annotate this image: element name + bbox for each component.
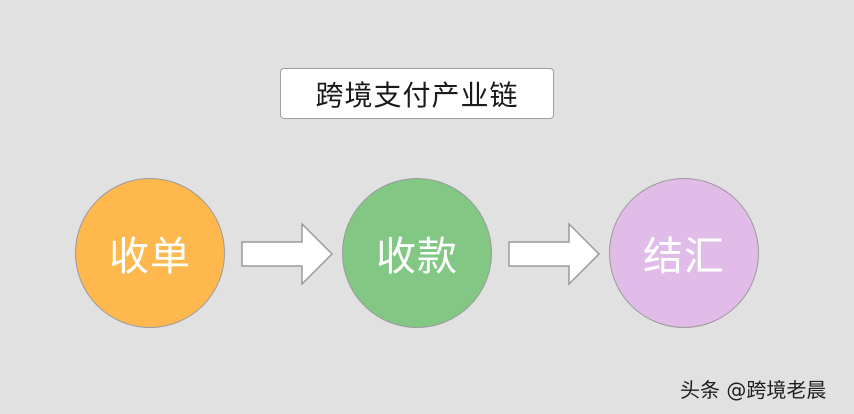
right-arrow-icon [508,222,601,286]
flow-node-label: 结汇 [643,234,725,280]
flow-node-shoukuan: 收款 [342,178,492,328]
flow-node-label: 收单 [109,234,191,280]
right-arrow-icon [241,222,334,286]
watermark-text: 头条 @跨境老晨 [680,378,827,402]
flow-node-shoudan: 收单 [75,178,225,328]
flow-node-label: 收款 [376,234,458,280]
flow-node-jiehui: 结汇 [609,178,759,328]
diagram-title: 跨境支付产业链 [280,68,554,119]
